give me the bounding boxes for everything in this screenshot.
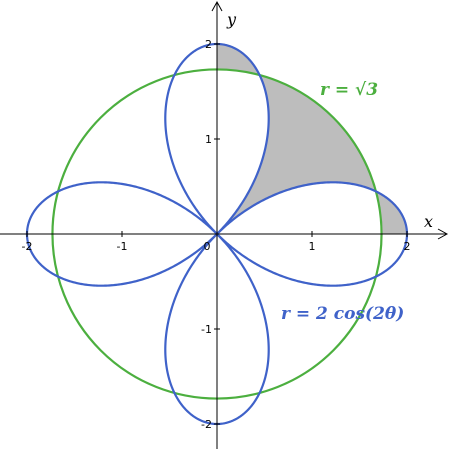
shaded-region xyxy=(217,44,407,234)
x-tick-label: 0 xyxy=(204,240,211,253)
shaded-region-group xyxy=(217,44,407,234)
x-tick-label: 1 xyxy=(309,240,316,253)
x-tick-label: -2 xyxy=(22,240,33,253)
y-tick-label: -1 xyxy=(201,323,212,336)
x-ticks-group: -2 -1 0 1 2 xyxy=(22,231,411,253)
y-tick-label: 2 xyxy=(205,38,212,51)
x-axis-label: x xyxy=(424,212,433,231)
rose-equation-label: r = 2 cos(2θ) xyxy=(281,304,404,324)
y-axis-label: y xyxy=(226,10,237,29)
y-tick-label: 1 xyxy=(205,133,212,146)
x-tick-label: 2 xyxy=(404,240,411,253)
y-tick-label: -2 xyxy=(201,418,212,431)
y-axis-arrowhead xyxy=(211,0,223,12)
y-ticks-group: -2 -1 1 2 xyxy=(201,38,220,431)
x-tick-label: -1 xyxy=(117,240,128,253)
x-axis-arrowhead xyxy=(437,228,449,240)
circle-equation-label: r = √3 xyxy=(320,80,378,100)
